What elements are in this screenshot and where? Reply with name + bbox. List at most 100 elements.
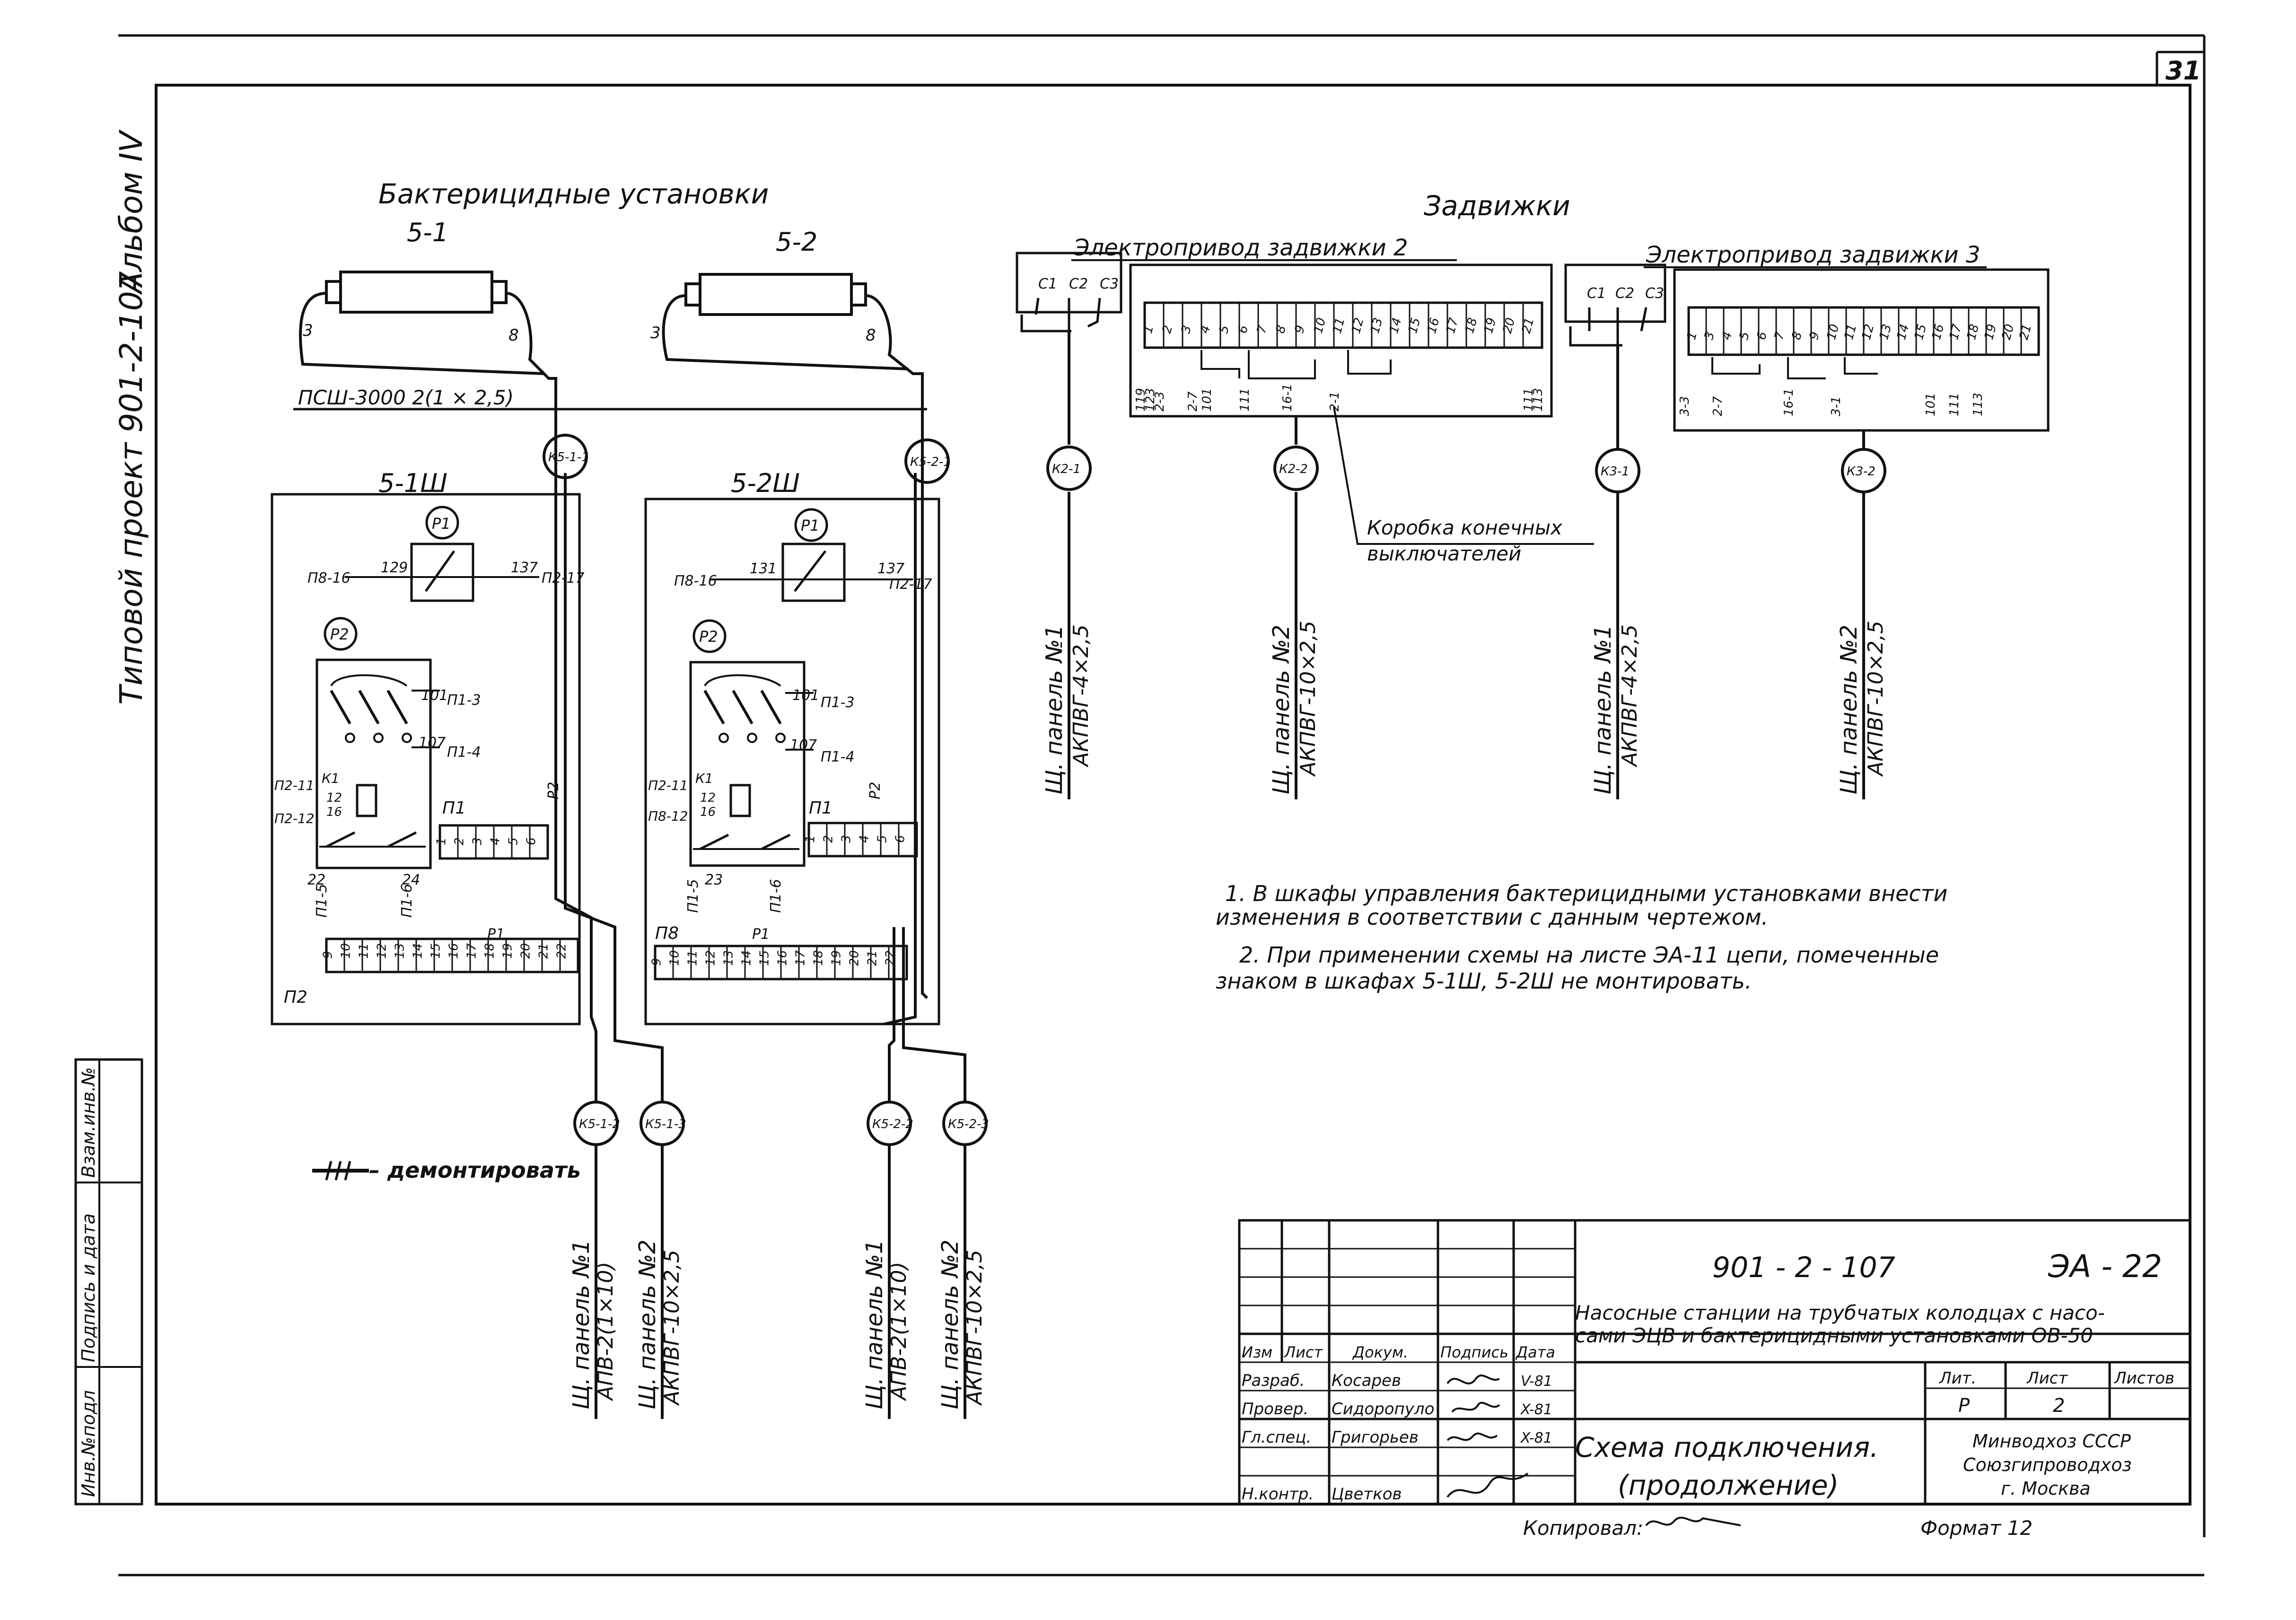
c2-p2-terminal-16: 16 — [775, 950, 789, 966]
stamp-inv-podl: Инв.№подл — [78, 1390, 99, 1497]
c1-p2-terminal-17: 17 — [464, 943, 479, 959]
tag-k5-2-3-label: К5-2-3 — [948, 1117, 989, 1131]
c1-p1-4: П1-4 — [447, 744, 481, 761]
tb-date-2: X-81 — [1520, 1401, 1552, 1418]
d2-strip-terminal-5: 5 — [1217, 324, 1232, 335]
c1-p1-symbol-label: Р1 — [432, 515, 451, 533]
c2-p2-terminal-13: 13 — [721, 950, 736, 966]
c2-p2-terminal-14: 14 — [739, 950, 754, 966]
d2-c1: С1 — [1038, 276, 1057, 292]
v-drop4-line1: Щ. панель №2 — [1836, 625, 1862, 795]
drop1-line1: Щ. панель №1 — [568, 1240, 595, 1410]
d2-strip-terminal-2: 2 — [1160, 324, 1175, 335]
note2-line2: знаком в шкафах 5-1Ш, 5-2Ш не монтироват… — [1216, 968, 1752, 994]
u1-wire-8: 8 — [508, 326, 519, 345]
d2-low-1: 123 — [1143, 388, 1157, 412]
u2-wire-3: 3 — [650, 324, 661, 342]
c1-p1-3: П1-3 — [447, 692, 481, 709]
c1-p2-terminal-13: 13 — [393, 943, 407, 959]
c1-p1-terminal-3: 3 — [470, 837, 484, 845]
d2-jumpers — [1201, 350, 1392, 379]
c2-n131: 131 — [750, 560, 777, 577]
d2-strip-terminal-12: 12 — [1349, 316, 1367, 335]
legend-dismantle: – демонтировать — [369, 1157, 581, 1183]
tb-doc-title1: Схема подключения. — [1575, 1431, 1879, 1463]
d2-low-6: 16-1 — [1280, 384, 1295, 412]
d3-strip-terminal-15: 15 — [1912, 323, 1930, 342]
tb-doc-title2: (продолжение) — [1618, 1469, 1839, 1501]
drive3-label: Электропривод задвижки 3 — [1646, 242, 1981, 268]
notes: 1. В шкафы управления бактерицидными уст… — [1216, 881, 1947, 994]
limit-box-line2: выключателей — [1367, 542, 1521, 565]
drop3-line1: Щ. панель №1 — [861, 1240, 888, 1410]
tb-project-code: 901 - 2 - 107 — [1712, 1251, 1895, 1284]
side-stamp: Альбом IV Типовой проект 901-2-107 — [113, 129, 149, 705]
tb-title-line2: сами ЭЦВ и бактерицидными установками ОВ… — [1575, 1324, 2093, 1347]
v-drop3-line2: АКПВГ-4×2,5 — [1618, 624, 1642, 768]
c2-p2-terminal-9: 9 — [649, 958, 664, 966]
tag-k5-1-1-label: К5-1-1 — [548, 450, 589, 464]
c1-p1-6: П1-6 — [399, 884, 415, 918]
d3-strip-terminal-14: 14 — [1894, 323, 1912, 342]
copied-signature — [1645, 1516, 1741, 1526]
c1-n16: 16 — [326, 805, 342, 819]
limit-box-line1: Коробка конечных — [1367, 516, 1563, 539]
d3-low-1: 2-7 — [1711, 396, 1725, 416]
tb-role-nkontr: Н.контр. — [1242, 1485, 1314, 1504]
c1-p2-strip-side-label: Р2 — [545, 782, 562, 799]
c1-p1-terminal-2: 2 — [452, 837, 466, 845]
c1-p1-5: П1-5 — [314, 884, 330, 918]
project-label: Типовой проект 901-2-107 — [113, 271, 149, 705]
c1-p2-terminal-16: 16 — [447, 943, 461, 959]
unit1-lamp — [299, 271, 557, 454]
drive2-terminal-box — [1129, 263, 1553, 418]
stamp-sign-date: Подпись и дата — [78, 1213, 99, 1362]
d2-strip-terminal-14: 14 — [1387, 316, 1405, 335]
c2-p2-11: П2-11 — [648, 778, 688, 793]
c2-n107: 107 — [790, 737, 817, 753]
c2-n16: 16 — [700, 805, 716, 819]
c1-n101: 101 — [421, 687, 448, 704]
d2-strip-terminal-10: 10 — [1311, 316, 1329, 335]
valves-heading: Задвижки — [1424, 190, 1570, 222]
c1-p1-terminal-1: 1 — [434, 837, 448, 845]
footer-format: Формат 12 — [1920, 1516, 2033, 1540]
tag-k5-2-2 — [867, 1101, 912, 1146]
tb-org2: Союзгипроводхоз — [1963, 1454, 2132, 1475]
d3-strip-terminal-10: 10 — [1824, 323, 1842, 342]
c1-p2-terminal-15: 15 — [429, 943, 443, 959]
c2-p2-terminal-15: 15 — [757, 950, 771, 966]
bact-wiring — [554, 454, 966, 1419]
tb-org1: Минводхоз СССР — [1972, 1431, 2131, 1452]
v-drop2-line1: Щ. панель №2 — [1268, 625, 1295, 795]
drop3-line2: АПВ-2(1×10) — [887, 1262, 911, 1401]
c2-p1-3: П1-3 — [821, 694, 855, 711]
d3-strip-terminal-11: 11 — [1842, 323, 1860, 342]
d3-low-2: 16-1 — [1782, 388, 1796, 416]
c1-p1-symbol — [425, 506, 459, 540]
d2-low-0: 119 — [1134, 388, 1148, 412]
tb-role-razrab: Разраб. — [1242, 1371, 1305, 1390]
d2-strip-terminal-11: 11 — [1330, 316, 1348, 335]
page-number: 31 — [2165, 56, 2201, 86]
c1-p1-terminal-6: 6 — [524, 837, 538, 845]
tag-k2-2-label: К2-2 — [1279, 462, 1308, 476]
c2-p2-symbol — [692, 619, 727, 653]
d3-strip-terminal-6: 6 — [1754, 330, 1770, 342]
tb-name-kosarev: Косарев — [1332, 1371, 1401, 1390]
d2-strip-terminal-8: 8 — [1273, 324, 1289, 335]
unit1-name: 5-1 — [407, 218, 448, 247]
drop2-line2: АКПВГ-10×2,5 — [660, 1250, 684, 1406]
d2-low-2: 2-3 — [1153, 392, 1167, 412]
tb-title-line1: Насосные станции на трубчатых колодцах с… — [1575, 1301, 2105, 1324]
d2-c3: С3 — [1100, 276, 1119, 292]
c2-p1-terminal-6: 6 — [893, 835, 907, 843]
stamp-vzam: Взам.инв.№ — [78, 1067, 99, 1178]
tag-k5-1-2-label: К5-1-2 — [579, 1117, 620, 1131]
bact-heading: Бактерицидные установки — [378, 178, 769, 210]
tb-h-sign: Подпись — [1440, 1343, 1508, 1361]
d3-low-6: 113 — [1971, 393, 1985, 416]
